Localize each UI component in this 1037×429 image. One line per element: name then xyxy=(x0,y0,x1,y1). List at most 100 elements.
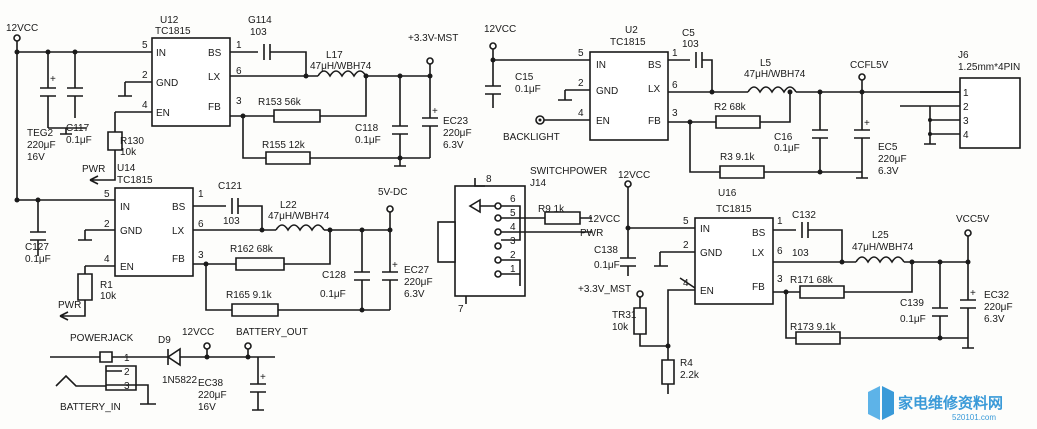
ec32-ref: EC32 xyxy=(984,290,1009,301)
l17-value: 47μH/WBH74 xyxy=(310,61,372,72)
ec32-value: 220μF xyxy=(984,302,1013,313)
u2-ref: U2 xyxy=(625,25,638,36)
c128-ref: C128 xyxy=(322,270,346,281)
u12-pin-bs: BS xyxy=(208,48,222,59)
u16-pinno-5: 5 xyxy=(683,216,689,227)
u12-pinno-1: 1 xyxy=(236,40,242,51)
batt-12vcc-label: 12VCC xyxy=(182,327,214,338)
c121-ref: C121 xyxy=(218,181,242,192)
pwr2-label: PWR xyxy=(58,300,81,311)
c118-ref: C118 xyxy=(355,123,379,134)
j6-pin-2: 2 xyxy=(963,102,969,113)
j14-switch xyxy=(437,178,592,304)
l25-value: 47μH/WBH74 xyxy=(852,242,914,253)
j14-pin-4: 4 xyxy=(510,222,516,233)
r4-value: 2.2k xyxy=(680,370,700,381)
j14-pin-6: 6 xyxy=(510,194,516,205)
u2-chip xyxy=(485,42,669,141)
l22-ref: L22 xyxy=(280,200,297,211)
j14-pin-3: 3 xyxy=(510,236,516,247)
teg2-ref: TEG2 xyxy=(27,128,54,139)
c16-value: 0.1μF xyxy=(774,143,800,154)
c5-ref: C5 xyxy=(682,28,695,39)
ec32-rating: 6.3V xyxy=(984,314,1005,325)
c117-value: 0.1μF xyxy=(66,135,92,146)
ccfl5v-label: CCFL5V xyxy=(850,60,889,71)
c139-ref: C139 xyxy=(900,298,924,309)
l17-ref: L17 xyxy=(326,50,343,61)
j14-pin-7: 7 xyxy=(458,304,464,315)
svg-text:+: + xyxy=(392,260,398,271)
ec27-rating: 6.3V xyxy=(404,289,425,300)
ec38-value: 220μF xyxy=(198,390,227,401)
sw-12vcc-label: 12VCC xyxy=(588,214,620,225)
c118-value: 0.1μF xyxy=(355,135,381,146)
u2-pinno-6: 6 xyxy=(672,80,678,91)
tr31-ref: TR31 xyxy=(612,310,637,321)
switchpower-label: SWITCHPOWER xyxy=(530,166,607,177)
battery-out-label: BATTERY_OUT xyxy=(236,327,308,338)
r162-label: R162 68k xyxy=(230,244,274,255)
left-12v-rail xyxy=(13,34,115,203)
u12-pin-gnd: GND xyxy=(156,78,178,89)
u14-output-net: + xyxy=(193,198,398,317)
u2-pin-en: EN xyxy=(596,116,610,127)
r130-value: 10k xyxy=(120,147,137,158)
u2-pinno-1: 1 xyxy=(672,48,678,59)
u12-pinno-3: 3 xyxy=(236,96,242,107)
jack-pin-2: 2 xyxy=(124,367,130,378)
u2-12vcc-label: 12VCC xyxy=(484,24,516,35)
backlight-label: BACKLIGHT xyxy=(503,132,560,143)
j6-value: 1.25mm*4PIN xyxy=(958,62,1020,73)
u16-chip xyxy=(620,180,774,394)
l22-value: 47μH/WBH74 xyxy=(268,211,330,222)
j6-ref: J6 xyxy=(958,50,969,61)
u2-part: TC1815 xyxy=(610,37,646,48)
ec5-value: 220μF xyxy=(878,154,907,165)
u12-pinno-6: 6 xyxy=(236,66,242,77)
jack-pin-3: 3 xyxy=(124,381,130,392)
r155-label: R155 12k xyxy=(262,140,306,151)
ec23-rating: 6.3V xyxy=(443,140,464,151)
u12-pin-fb: FB xyxy=(208,102,221,113)
u16-pin-bs: BS xyxy=(752,228,766,239)
watermark-url: 520101.com xyxy=(952,413,996,422)
u14-part: TC1815 xyxy=(117,175,153,186)
j6-pin-1: 1 xyxy=(963,88,969,99)
left-12vcc-label: 12VCC xyxy=(6,23,38,34)
watermark-cn: 家电维修资料网 xyxy=(898,394,1003,412)
u2-pinno-4: 4 xyxy=(578,108,584,119)
u16-pinno-3: 3 xyxy=(777,274,783,285)
u16-part: TC1815 xyxy=(716,204,752,215)
j14-pin-8: 8 xyxy=(486,174,492,185)
u16-output-net: + xyxy=(773,222,976,349)
u12-pinno-5: 5 xyxy=(142,40,148,51)
d9-ref: D9 xyxy=(158,335,171,346)
u2-pin-gnd: GND xyxy=(596,86,618,97)
r130-ref: R130 xyxy=(120,136,144,147)
v33-mst-b-label: +3.3V_MST xyxy=(578,284,631,295)
j14-pin-1: 1 xyxy=(510,264,516,275)
ec38-rating: 16V xyxy=(198,402,216,413)
u16-pinno-1: 1 xyxy=(777,216,783,227)
u16-pinno-4: 4 xyxy=(683,278,689,289)
u2-pin-in: IN xyxy=(596,60,606,71)
teg2-rating: 16V xyxy=(27,152,45,163)
u16-ref: U16 xyxy=(718,188,737,199)
svg-text:+: + xyxy=(50,74,56,85)
u14-pinno-1: 1 xyxy=(198,189,204,200)
powerjack-label: POWERJACK xyxy=(70,333,134,344)
r1-ref: R1 xyxy=(100,280,113,291)
r1-value: 10k xyxy=(100,291,117,302)
u2-pinno-5: 5 xyxy=(578,48,584,59)
u16-pin-gnd: GND xyxy=(700,248,722,259)
u14-pinno-6: 6 xyxy=(198,219,204,230)
c15-ref: C15 xyxy=(515,72,534,83)
r153-label: R153 56k xyxy=(258,97,302,108)
u14-pin-in: IN xyxy=(120,202,130,213)
tr31-value: 10k xyxy=(612,322,629,333)
watermark-logo-icon xyxy=(868,386,894,420)
r2-label: R2 68k xyxy=(714,102,747,113)
c117-ref: C117 xyxy=(66,123,90,134)
u12-chip xyxy=(89,37,231,185)
